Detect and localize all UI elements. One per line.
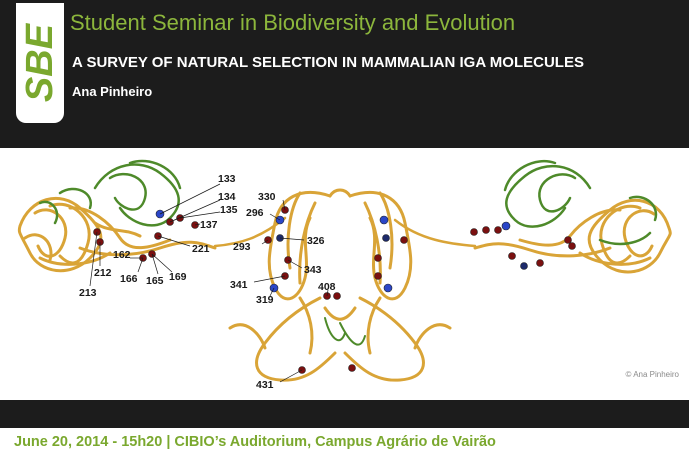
residue-red-marker <box>400 236 408 244</box>
header-banner: SBE Student Seminar in Biodiversity and … <box>0 0 689 148</box>
residue-blue-marker <box>379 215 389 225</box>
iga-structure-figure: 133 134 135 137 221 162 212 213 166 165 … <box>0 148 689 400</box>
fc-green-chain <box>324 317 366 346</box>
residue-navy-marker <box>520 262 528 270</box>
hinge-linkers <box>213 216 477 248</box>
residue-navy-marker <box>382 234 390 242</box>
residue-label: 165 <box>146 275 164 287</box>
footer: June 20, 2014 - 15h20 | CIBIO’s Auditori… <box>0 428 689 472</box>
residue-label: 431 <box>256 379 274 391</box>
residue-label: 162 <box>113 249 131 261</box>
residue-label: 408 <box>318 281 336 293</box>
sbe-logo: SBE <box>16 3 64 123</box>
residue-red-marker <box>374 272 382 280</box>
residue-label: 326 <box>307 235 325 247</box>
residue-red-marker <box>482 226 490 234</box>
residue-red-marker <box>536 259 544 267</box>
left-fab-domain <box>17 196 217 273</box>
right-fab-green-chain <box>503 160 658 246</box>
residue-label: 212 <box>94 267 112 279</box>
seminar-series-title: Student Seminar in Biodiversity and Evol… <box>70 10 516 35</box>
residue-blue-marker <box>383 283 393 293</box>
talk-title: A SURVEY OF NATURAL SELECTION IN MAMMALI… <box>72 54 584 71</box>
speaker-name: Ana Pinheiro <box>72 84 153 99</box>
residue-label: 213 <box>79 287 97 299</box>
residue-red-marker <box>568 242 576 250</box>
residue-label: 343 <box>304 264 322 276</box>
footer-divider-band <box>0 400 689 428</box>
label-leader-lines <box>89 183 329 383</box>
left-fab-green-chain <box>38 159 182 227</box>
residue-label: 169 <box>169 271 187 283</box>
residue-label: 137 <box>200 219 218 231</box>
residue-red-marker <box>333 292 341 300</box>
residue-red-marker <box>470 228 478 236</box>
residue-label: 341 <box>230 279 248 291</box>
residue-label: 166 <box>120 273 138 285</box>
protein-ribbon-illustration: 133 134 135 137 221 162 212 213 166 165 … <box>17 159 672 391</box>
residue-blue-marker <box>501 221 511 231</box>
event-date-location: June 20, 2014 - 15h20 | CIBIO’s Auditori… <box>14 434 496 450</box>
residue-label: 319 <box>256 294 274 306</box>
residue-red-marker <box>281 272 289 280</box>
residue-label: 135 <box>220 204 238 216</box>
logo-text: SBE <box>19 22 61 102</box>
residue-red-marker <box>508 252 516 260</box>
residue-label: 293 <box>233 241 251 253</box>
residue-label: 296 <box>246 207 264 219</box>
residue-label: 134 <box>218 191 236 203</box>
residue-label: 221 <box>192 243 210 255</box>
residue-label: 133 <box>218 173 236 185</box>
image-credit: © Ana Pinheiro <box>625 370 679 379</box>
residue-red-marker <box>374 254 382 262</box>
right-fab-domain <box>473 198 672 274</box>
residue-red-marker <box>494 226 502 234</box>
residue-red-marker <box>564 236 572 244</box>
residue-red-marker <box>348 364 356 372</box>
residue-label: 330 <box>258 191 276 203</box>
